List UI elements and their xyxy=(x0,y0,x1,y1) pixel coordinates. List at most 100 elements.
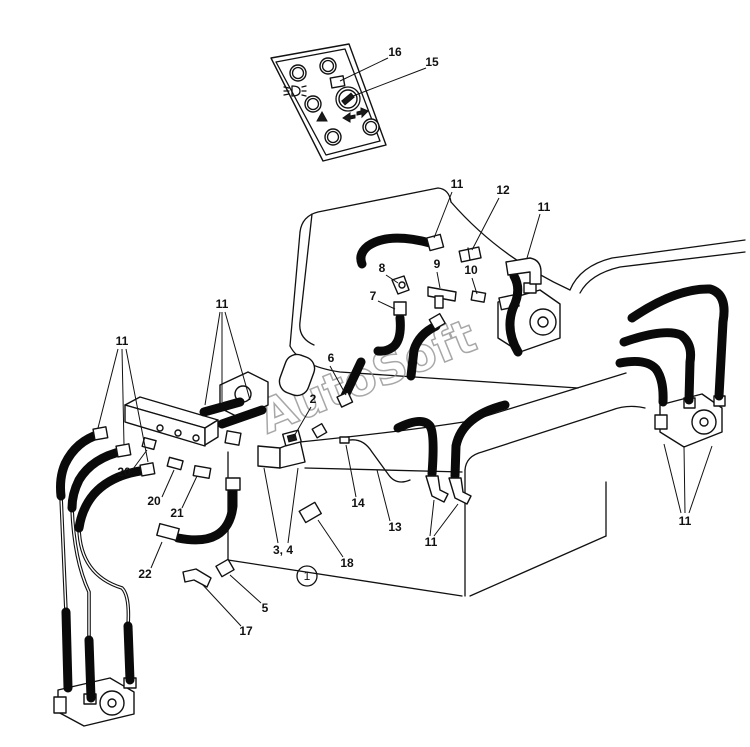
leader-line xyxy=(471,197,500,251)
leader-line xyxy=(376,469,391,522)
hose xyxy=(61,607,73,693)
fittings xyxy=(92,233,542,588)
straight-fitting xyxy=(192,464,212,480)
callout-labels: 16 15 11 12 11 8 9 10 7 11 11 6 2 20 20 … xyxy=(116,45,692,638)
indicator-lamp-lens xyxy=(321,59,335,73)
leader-line xyxy=(526,213,541,259)
view-number-circle xyxy=(296,565,318,587)
pressure-switch xyxy=(339,436,350,444)
indicator-lamp-lens xyxy=(326,130,340,144)
leader-line xyxy=(385,274,399,284)
callout-label: 11 xyxy=(538,200,551,214)
callout-label: 2 xyxy=(310,392,317,406)
headlight-icon xyxy=(283,85,307,97)
leader-line xyxy=(345,444,357,498)
hose xyxy=(84,635,96,703)
view-number: 1 xyxy=(304,569,311,583)
callout-label: 10 xyxy=(464,263,478,277)
leader-line xyxy=(201,583,242,627)
panel-border xyxy=(275,48,381,156)
hose xyxy=(217,405,267,429)
callout-label: 3, 4 xyxy=(273,543,293,557)
hose xyxy=(450,400,510,481)
elbow-fitting xyxy=(425,475,449,503)
leader-line xyxy=(471,277,478,295)
leader-line xyxy=(377,300,396,310)
panel-lamps xyxy=(289,57,380,146)
hose xyxy=(356,233,435,269)
hose xyxy=(74,465,152,533)
hose xyxy=(393,417,438,479)
indicator-lamp-lens xyxy=(306,97,320,111)
straight-fitting xyxy=(215,558,235,578)
hose-fitting xyxy=(336,391,354,408)
hose xyxy=(123,621,135,685)
hood-outline xyxy=(299,187,452,233)
sensor-fitting xyxy=(298,501,322,524)
left-pillar-rear xyxy=(289,231,301,347)
callout-label: 20 xyxy=(117,465,131,479)
straight-fitting xyxy=(166,456,184,471)
hose-fitting xyxy=(92,426,109,441)
view-number-badge: 1 xyxy=(296,565,318,587)
callout-label: 11 xyxy=(679,514,692,528)
manifold-block xyxy=(124,396,242,447)
rigid-line xyxy=(77,526,131,628)
leader-line xyxy=(97,348,149,463)
callout-label: 11 xyxy=(425,535,438,549)
hose-fitting xyxy=(393,301,407,316)
hose xyxy=(406,321,441,381)
callout-label: 16 xyxy=(388,45,402,59)
hose-fitting xyxy=(115,443,132,458)
callout-label: 15 xyxy=(425,55,439,69)
callout-label: 22 xyxy=(138,567,152,581)
hoses xyxy=(56,233,729,703)
box-front xyxy=(227,451,463,597)
callout-label: 11 xyxy=(116,334,129,348)
leader-line xyxy=(292,406,312,439)
hose xyxy=(505,271,523,357)
hose xyxy=(619,328,696,405)
valve-fitting xyxy=(311,422,328,439)
toggle-switch xyxy=(329,75,346,89)
leader-line xyxy=(339,57,389,82)
hood-inner-outline xyxy=(450,201,571,291)
hose-fitting xyxy=(156,522,180,542)
leader-line xyxy=(663,443,713,514)
hose xyxy=(627,284,729,401)
callout-label: 9 xyxy=(434,257,441,271)
leader-line xyxy=(150,541,163,569)
callout-label: 17 xyxy=(239,624,253,638)
leader-line xyxy=(317,519,344,558)
hose-fitting xyxy=(425,233,445,252)
callout-label: 12 xyxy=(496,183,510,197)
leader-lines xyxy=(97,57,713,627)
hose xyxy=(199,397,245,417)
elbow-fitting xyxy=(448,477,472,505)
rotary-knob-icon xyxy=(335,86,361,112)
leader-line xyxy=(429,499,459,537)
rigid-lines xyxy=(59,439,411,642)
control-panel xyxy=(270,43,387,162)
leader-line xyxy=(329,365,347,396)
elbow-fitting xyxy=(182,568,212,588)
triangle-icon xyxy=(316,110,328,122)
callout-label: 18 xyxy=(340,556,354,570)
leader-line xyxy=(161,469,175,498)
callout-label: 8 xyxy=(379,261,386,275)
leader-line xyxy=(436,271,441,289)
right-fender-inner xyxy=(569,239,746,291)
tee-branch xyxy=(434,295,444,309)
leader-line xyxy=(181,475,198,509)
hose-fitting xyxy=(225,477,241,491)
straight-fitting xyxy=(141,436,157,451)
indicator-lamp-lens xyxy=(364,120,378,134)
sensor-wire xyxy=(344,439,411,483)
hose-fitting xyxy=(428,312,446,330)
leader-line xyxy=(229,574,262,604)
right-fender-outer xyxy=(579,251,746,294)
callout-label: 6 xyxy=(328,351,335,365)
box-right-top xyxy=(464,405,646,471)
indicator-lamp-lens xyxy=(291,66,305,80)
